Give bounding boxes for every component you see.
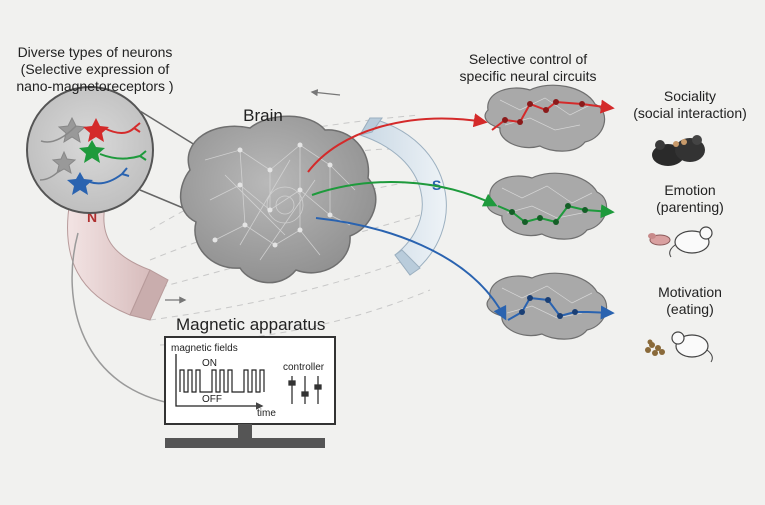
blue-circuit-nodes [519,295,578,319]
gray-neurons [39,116,87,181]
outcome-emotion-detail: (parenting) [656,199,724,215]
on-label: ON [202,358,217,369]
eating-mouse-icon [645,331,713,363]
time-label: time [257,408,276,419]
control-title-line2: specific neural circuits [460,68,597,84]
main-brain [179,115,377,284]
red-neuron [83,118,141,142]
pulse-waveform [179,369,265,393]
magnet-north: N [67,187,169,321]
brain-label: Brain [243,106,283,125]
green-neuron [79,140,147,163]
neurons-title-line3: nano-magnetoreceptors ) [16,78,173,94]
off-label: OFF [202,394,222,405]
outcome-motivation-name: Motivation [658,284,722,300]
apparatus-cable [71,232,181,406]
neurons-title-line2: (Selective expression of [21,61,170,77]
blue-neuron [67,167,130,195]
north-pole-label: N [87,209,97,225]
blue-circuit-arrow [315,217,507,321]
field-arrow-top [310,89,341,97]
control-title-line1: Selective control of [469,51,587,67]
small-brain-emotion [486,172,608,240]
magnet-south: S [358,117,447,276]
south-pole-label: S [432,177,441,193]
green-circuit-arrow [311,181,498,207]
parenting-mice-icon [648,226,713,258]
green-circuit-nodes [509,203,588,225]
small-brain-motivation [486,272,608,340]
signal-axes [175,354,264,410]
fields-label: magnetic fields [171,343,238,354]
outcome-sociality-name: Sociality [664,88,716,104]
apparatus-title: Magnetic apparatus [176,315,325,334]
red-circuit-nodes [502,99,585,125]
outcome-motivation-detail: (eating) [666,301,713,317]
outcome-emotion-name: Emotion [664,182,715,198]
controller-label: controller [283,362,325,373]
red-circuit-arrow [307,113,488,173]
apparatus-monitor [164,336,336,448]
social-mice-icon [652,135,705,166]
outcome-sociality-detail: (social interaction) [633,105,747,121]
neurons-title-line1: Diverse types of neurons [18,44,173,60]
neuron-magnifier [26,86,201,216]
controller-sliders[interactable] [288,376,322,404]
